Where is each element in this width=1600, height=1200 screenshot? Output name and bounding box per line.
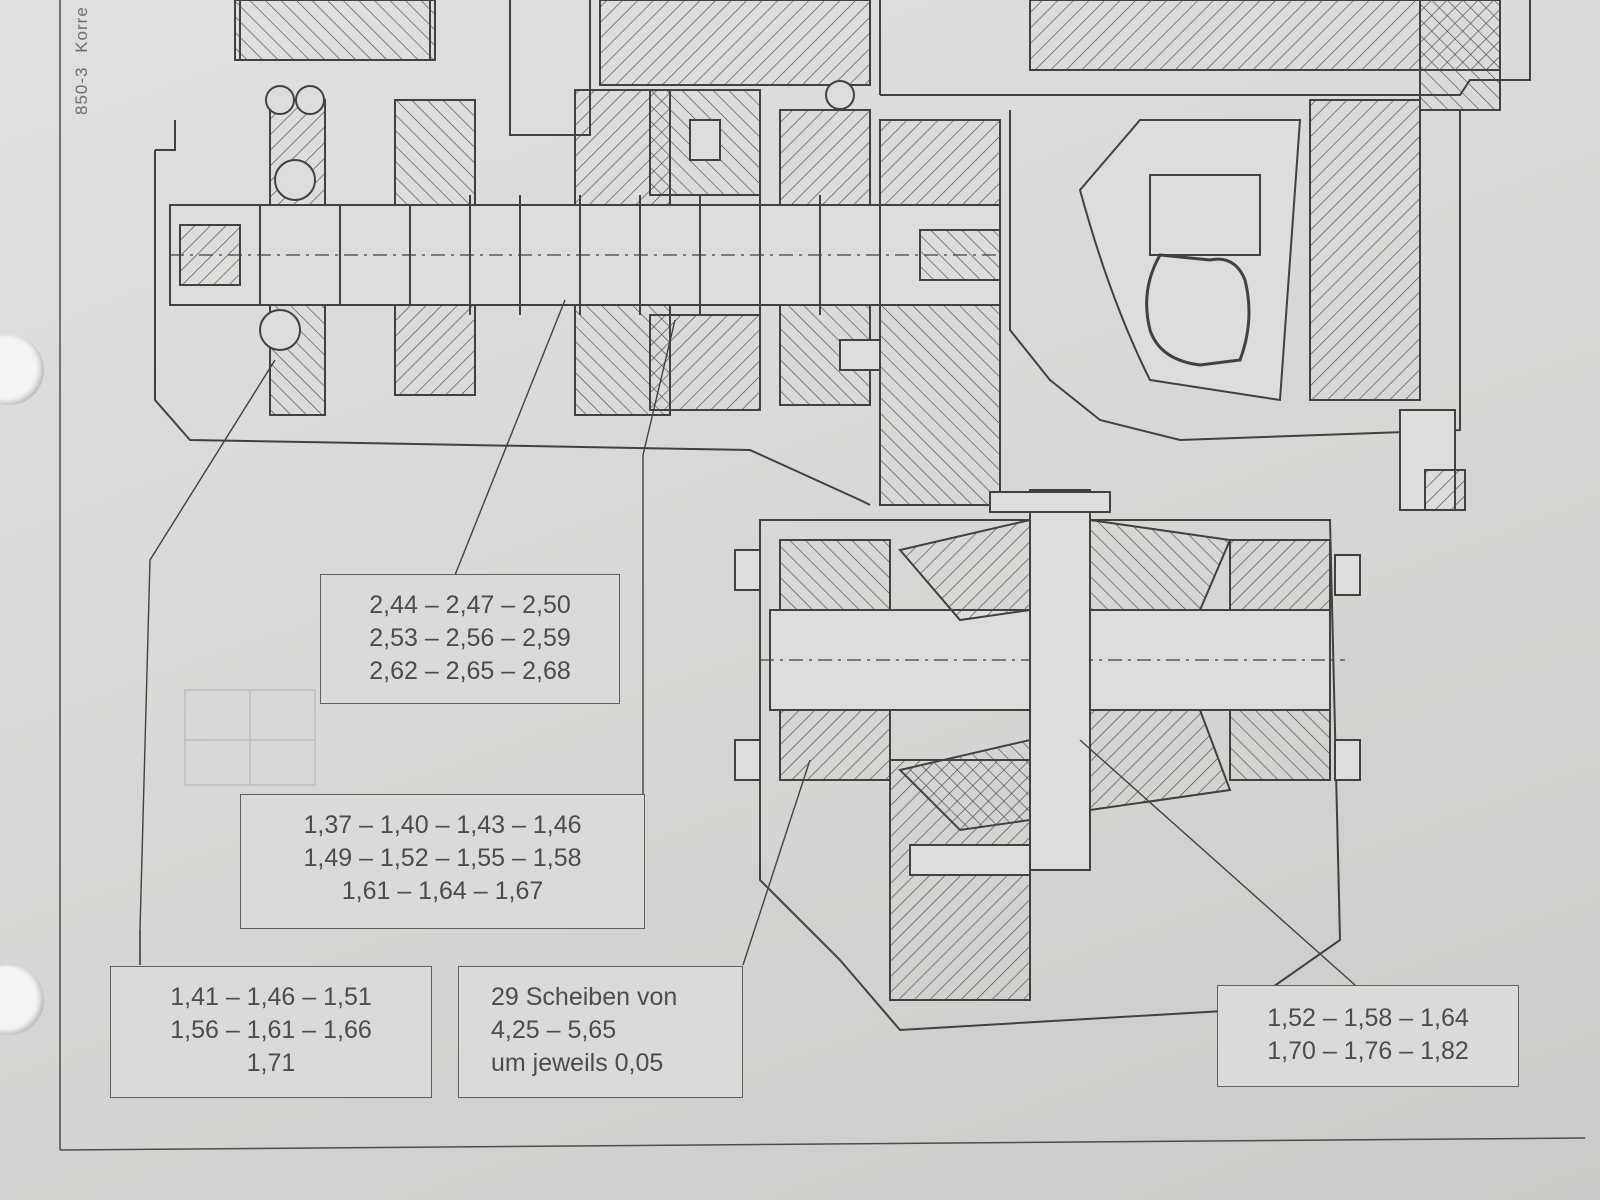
callout-line: 4,25 – 5,65 <box>491 1016 617 1044</box>
coupling-assembly <box>1009 0 1501 511</box>
callout-line: um jeweils 0,05 <box>491 1049 664 1077</box>
callout-line: 1,71 <box>246 1049 296 1077</box>
callout-line: 2,53 – 2,56 – 2,59 <box>369 624 571 652</box>
differential <box>734 489 1361 1032</box>
bleed-through-lines <box>184 689 316 786</box>
callout-line: 1,61 – 1,64 – 1,67 <box>341 877 544 905</box>
main-shaft <box>169 195 1001 315</box>
callout-line: 1,56 – 1,61 – 1,66 <box>170 1016 372 1044</box>
callout-line: 1,41 – 1,46 – 1,51 <box>170 983 372 1011</box>
page-frame <box>59 0 1586 1151</box>
leader-lines <box>139 299 1356 986</box>
shaft-gears <box>259 80 1001 506</box>
callout-line: 1,52 – 1,58 – 1,64 <box>1267 1004 1469 1032</box>
callout-line: 2,62 – 2,65 – 2,68 <box>369 657 571 685</box>
callout-line: 2,44 – 2,47 – 2,50 <box>369 591 571 619</box>
callout-line: 1,37 – 1,40 – 1,43 – 1,46 <box>303 811 582 839</box>
callout-lower-center: 29 Scheiben von 4,25 – 5,65 um jeweils 0… <box>458 966 743 1098</box>
callout-upper-middle: 2,44 – 2,47 – 2,50 2,53 – 2,56 – 2,59 2,… <box>320 574 620 704</box>
callout-line: 29 Scheiben von <box>491 983 678 1011</box>
callout-lower-left: 1,41 – 1,46 – 1,51 1,56 – 1,61 – 1,66 1,… <box>110 966 432 1098</box>
callout-lower-right: 1,52 – 1,58 – 1,64 1,70 – 1,76 – 1,82 <box>1217 985 1519 1087</box>
callout-line: 1,70 – 1,76 – 1,82 <box>1267 1037 1469 1065</box>
callout-line: 1,49 – 1,52 – 1,55 – 1,58 <box>303 844 582 872</box>
callout-middle: 1,37 – 1,40 – 1,43 – 1,46 1,49 – 1,52 – … <box>240 794 645 929</box>
